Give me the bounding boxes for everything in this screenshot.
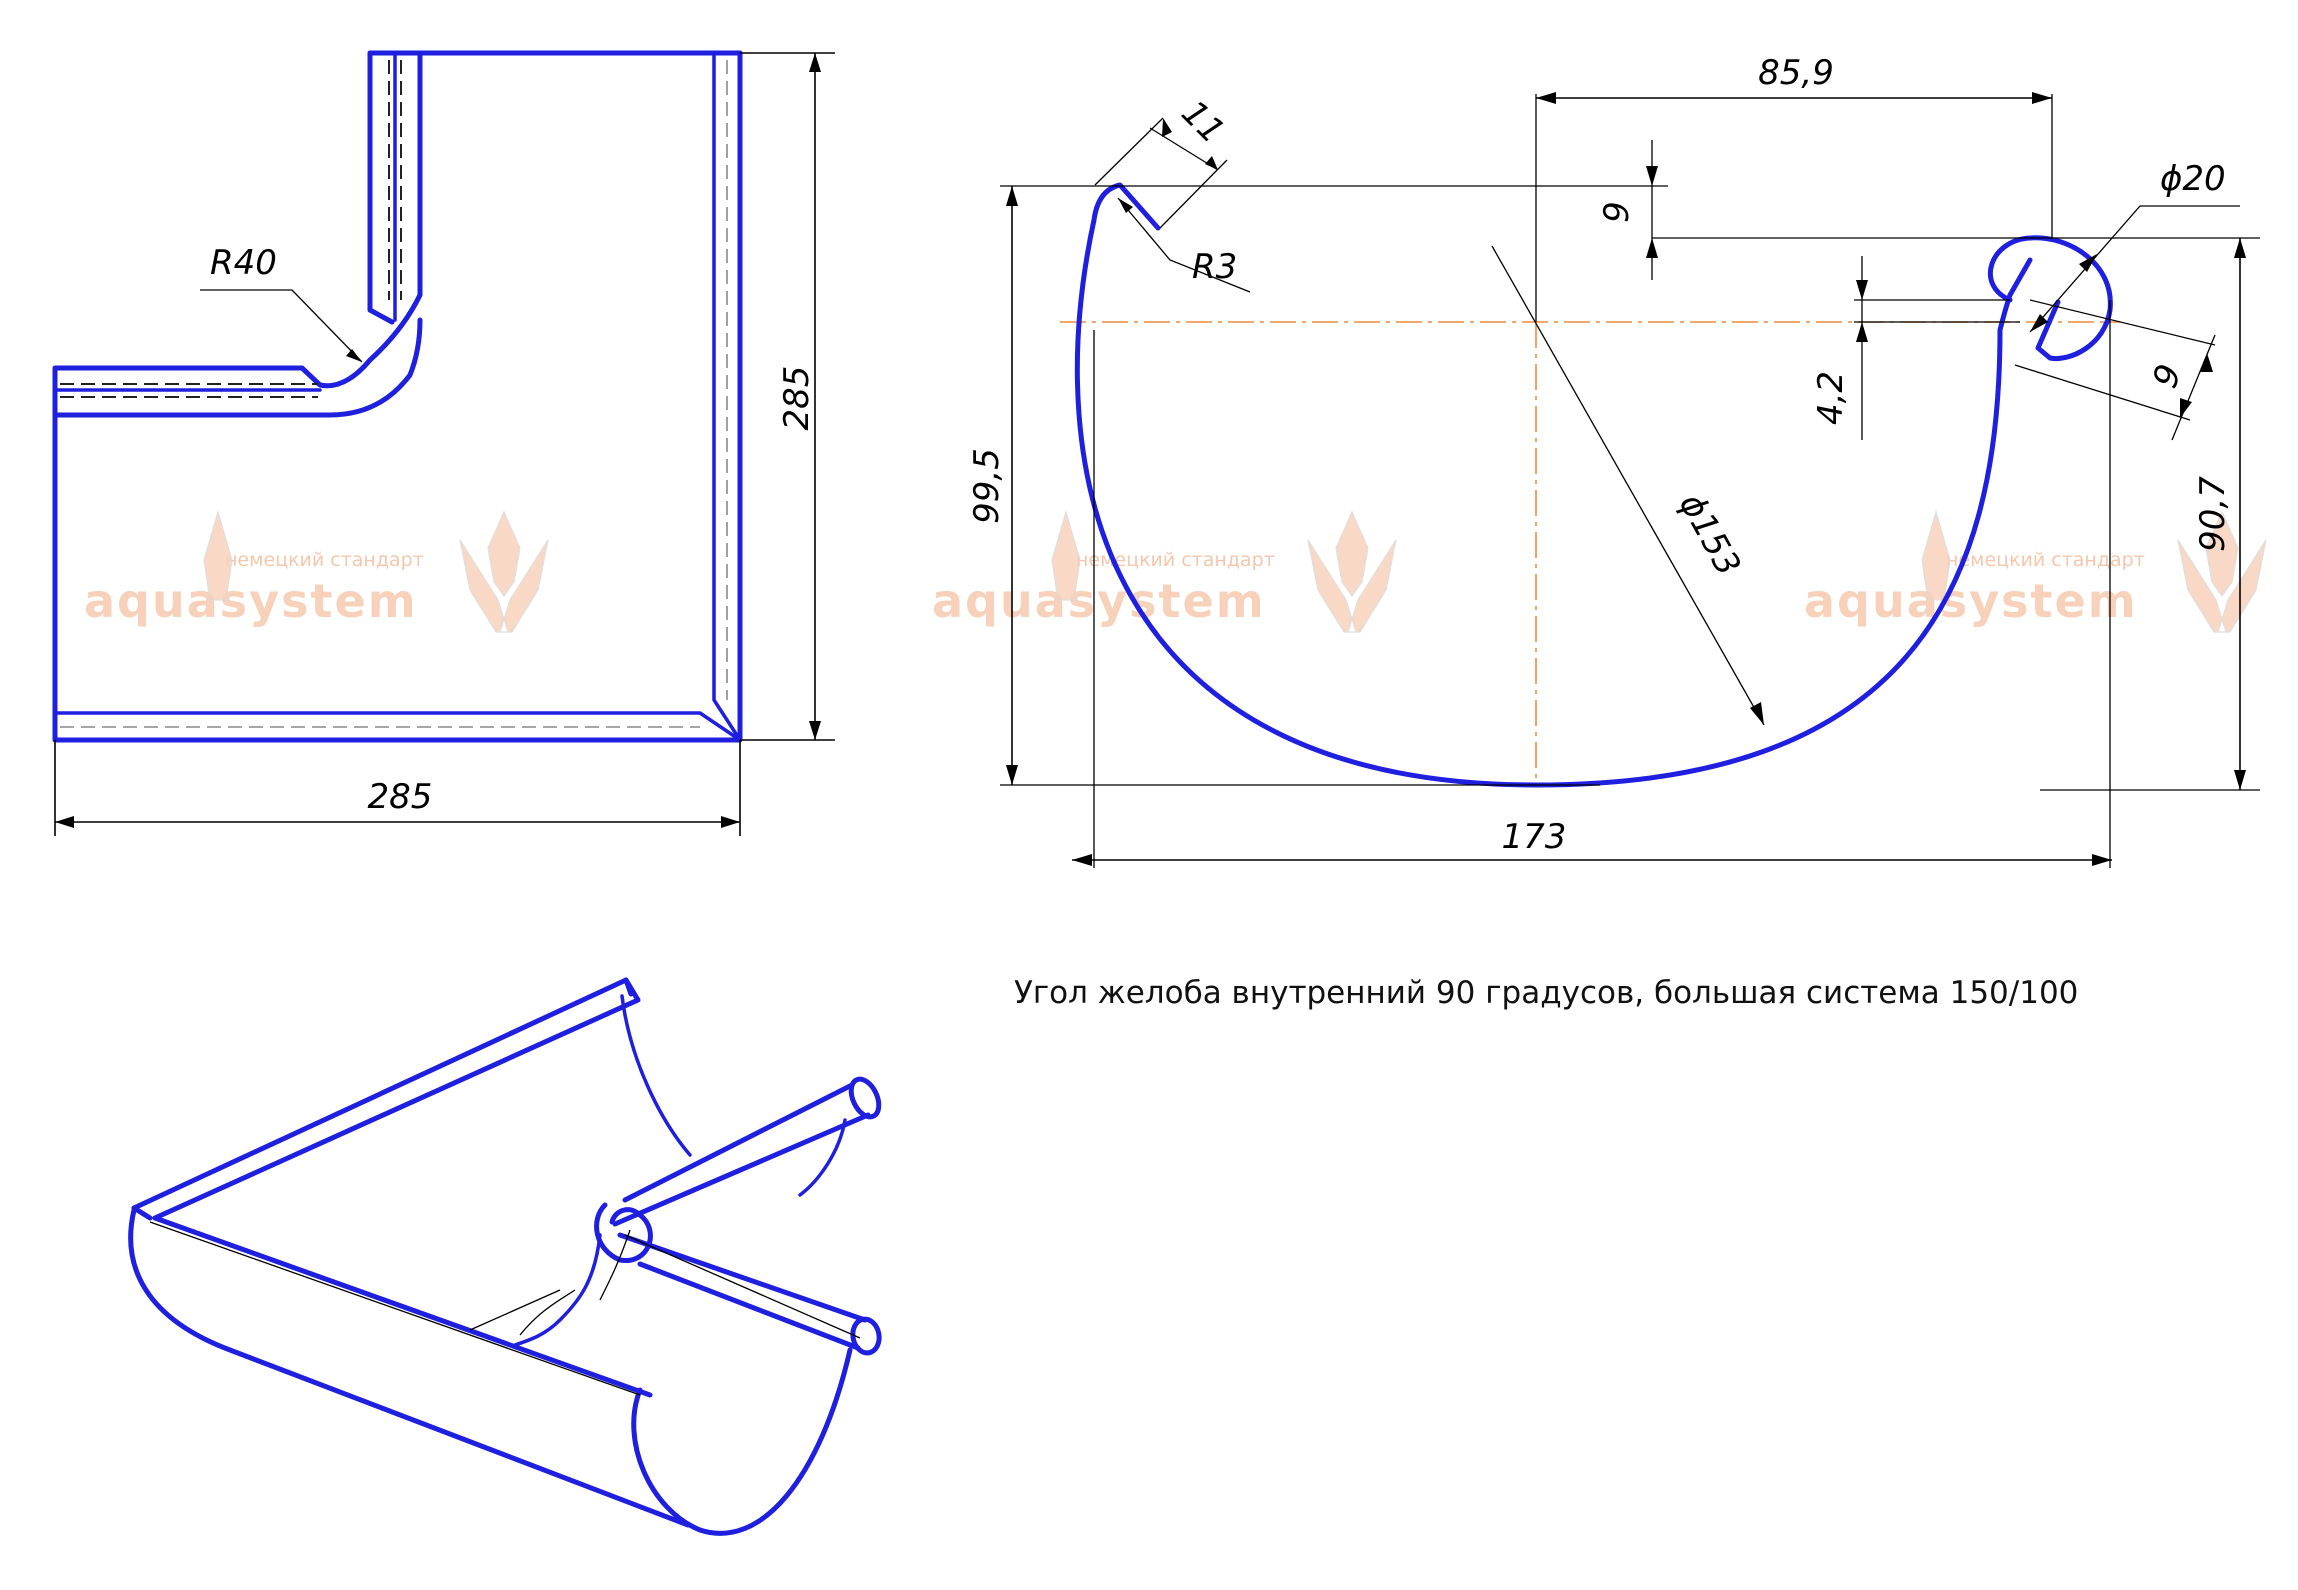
plan-view: R40 285 285 <box>52 50 835 836</box>
watermark-word: aquasystem <box>1804 574 2138 628</box>
dim-bead-radius: R3 <box>1192 247 1237 287</box>
dim-top-width: 85,9 <box>1758 53 1834 93</box>
aquasystem-logo-icon <box>1921 509 1951 601</box>
isometric-view <box>128 977 882 1536</box>
dim-overall-width: 173 <box>1502 817 1567 857</box>
drawing-caption: Угол желоба внутренний 90 градусов, боль… <box>1014 975 2079 1011</box>
dim-roll-gap: 9 <box>2145 359 2190 393</box>
dim-r40: R40 <box>210 243 277 283</box>
dim-width-285: 285 <box>368 777 433 817</box>
aquasystem-logo-icon <box>203 509 233 601</box>
dim-offset: 4,2 <box>1811 371 1851 425</box>
watermark-word: aquasystem <box>84 574 418 628</box>
dim-gap-top: 9 <box>1597 201 1637 223</box>
watermark-2: немецкий стандарт aquasystem <box>932 509 1397 633</box>
watermark-tagline: немецкий стандарт <box>1076 549 1275 571</box>
dim-left-height: 99,5 <box>967 448 1007 524</box>
dim-height-285: 285 <box>777 366 817 431</box>
watermark-3: немецкий стандарт aquasystem <box>1804 509 2267 633</box>
plan-outline <box>52 50 743 743</box>
aquasystem-logo-icon <box>1051 509 1081 601</box>
bead-roll <box>1987 235 2113 362</box>
dim-main-diameter: ϕ153 <box>1671 487 1748 583</box>
watermark-tagline: немецкий стандарт <box>225 549 424 571</box>
fleur-logo-icon <box>1307 510 1397 633</box>
watermark-tagline: немецкий стандарт <box>1946 549 2145 571</box>
watermark-1: немецкий стандарт aquasystem <box>84 509 549 633</box>
fleur-logo-icon <box>2177 510 2267 633</box>
dim-bead-depth: 11 <box>1173 93 1232 152</box>
fleur-logo-icon <box>459 510 549 633</box>
watermark-word: aquasystem <box>932 574 1266 628</box>
dim-right-height: 90,7 <box>2193 476 2233 552</box>
profile-view: 85,9 11 R3 9 ϕ20 4,2 9 99,5 ϕ153 <box>967 53 2260 868</box>
dim-roll-diameter: ϕ20 <box>2160 159 2226 199</box>
